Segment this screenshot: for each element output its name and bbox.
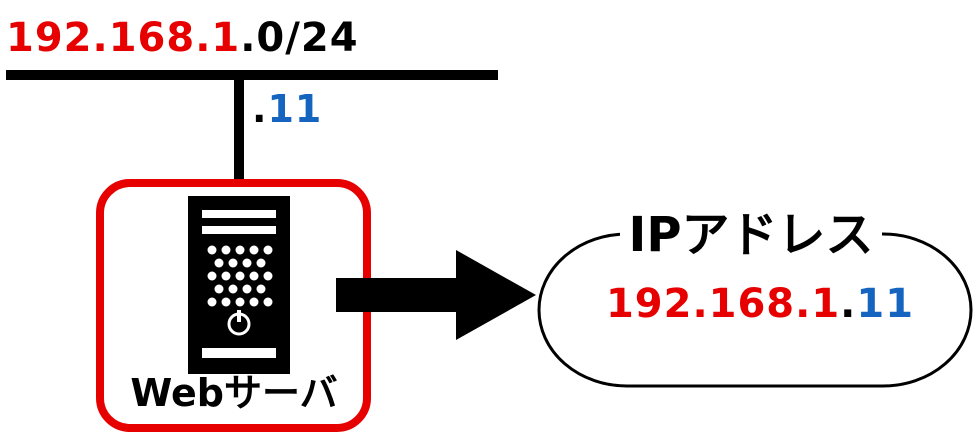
network-prefix: 192.168.1 <box>6 15 241 61</box>
network-address-label: 192.168.1.0/24 <box>6 10 359 66</box>
right-arrow-icon <box>336 250 536 340</box>
ip-address-title: IPアドレス <box>620 205 882 265</box>
ip-address-title-text: IPアドレス <box>620 207 882 263</box>
ip-address-prefix: 192.168.1 <box>605 281 841 327</box>
host-octet-dot: . <box>252 87 268 131</box>
host-octet-label: .11 <box>252 84 322 134</box>
ip-address-bubble <box>537 232 973 388</box>
network-drop-line <box>234 78 244 196</box>
network-suffix: .0/24 <box>240 15 359 61</box>
server-label: Webサーバ <box>130 371 338 415</box>
ip-address-host: 11 <box>856 281 915 327</box>
network-bus-line <box>6 70 498 80</box>
host-octet-value: 11 <box>267 87 323 131</box>
ip-address-value: 192.168.1.11 <box>560 278 960 330</box>
ip-address-dot: . <box>840 281 857 327</box>
server-tower-icon <box>188 196 290 374</box>
